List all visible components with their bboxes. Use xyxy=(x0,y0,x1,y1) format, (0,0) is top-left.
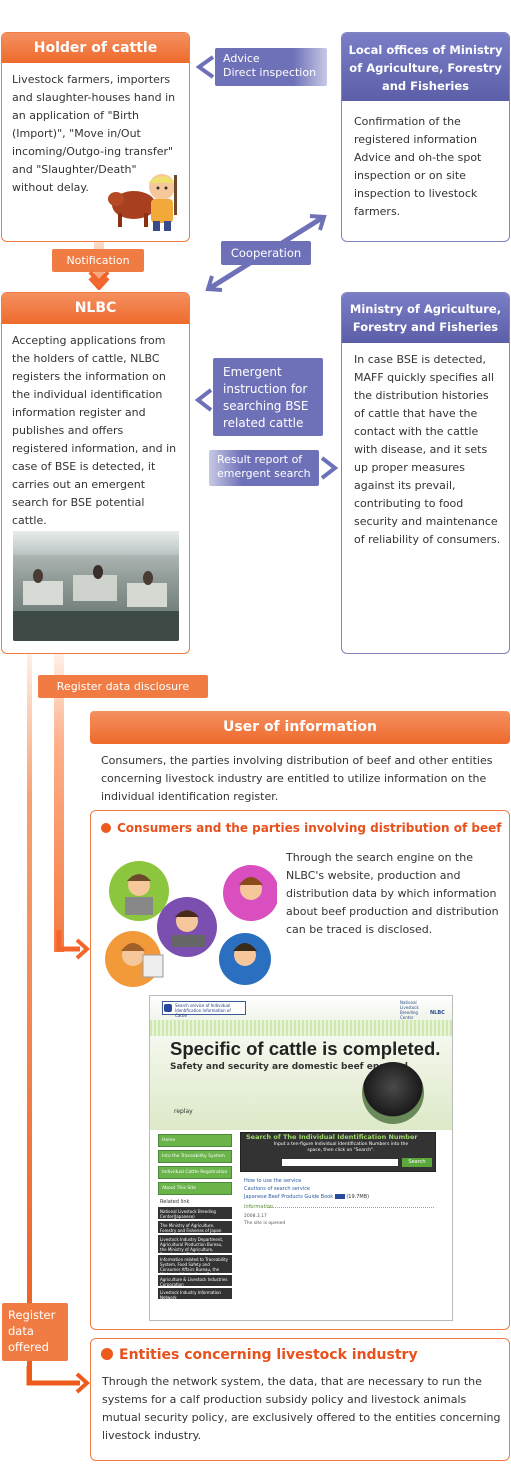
flow-line-disclosure xyxy=(54,652,64,952)
consumers-title: Consumers and the parties involving dist… xyxy=(101,821,501,835)
local-offices-text: Confirmation of the registered informati… xyxy=(354,115,482,218)
website-headline: Specific of cattle is completed. xyxy=(170,1038,441,1059)
maff-title: Ministry of Agriculture, Forestry and Fi… xyxy=(342,293,509,343)
website-search-button[interactable]: Search xyxy=(402,1158,432,1167)
user-of-information-title: User of information xyxy=(90,711,510,744)
emergent-arrow-icon xyxy=(194,388,213,412)
website-subline: Safety and security are domestic beef en… xyxy=(170,1062,412,1072)
website-related-title: Related link xyxy=(160,1199,190,1205)
website-nav-about[interactable]: About This Site xyxy=(158,1182,232,1195)
consumers-people-illustration xyxy=(105,861,277,987)
result-arrow-icon xyxy=(320,456,339,480)
website-logo-mark xyxy=(164,1004,172,1012)
website-search-title: Search of The Individual Identification … xyxy=(246,1133,418,1141)
holder-text: Livestock farmers, importers and slaught… xyxy=(12,73,176,194)
cooperation-label: Cooperation xyxy=(221,241,311,265)
holder-title: Holder of cattle xyxy=(2,33,189,63)
notification-label: Notification xyxy=(52,249,144,272)
offered-arrow xyxy=(26,1366,90,1394)
website-search-hint: Input a ten-figure Individual Identifica… xyxy=(273,1142,409,1153)
consumers-box: Consumers and the parties involving dist… xyxy=(90,810,510,1330)
nlbc-office-photo xyxy=(13,531,179,641)
flow-line-offered xyxy=(27,652,32,1382)
notification-arrow-icon xyxy=(88,270,110,290)
website-org-name: National Livestock Breeding Center xyxy=(400,1000,419,1020)
register-data-disclosure-label: Register data disclosure xyxy=(38,675,208,698)
local-offices-box: Local offices of Ministry of Agriculture… xyxy=(341,32,510,242)
website-info-title: Information xyxy=(244,1204,274,1210)
advice-label-text: Advice Direct inspection xyxy=(223,52,317,79)
farmer-and-cow-illustration xyxy=(108,174,177,231)
website-org-short: NLBC xyxy=(430,1010,445,1016)
website-search-input[interactable] xyxy=(282,1159,398,1166)
website-link-howto[interactable]: How to use the service xyxy=(244,1178,302,1184)
website-nav-registration[interactable]: Individual Cattle Registration Data xyxy=(158,1166,232,1186)
website-replay-link[interactable]: replay xyxy=(174,1108,193,1115)
entities-box: Entities concerning livestock industry T… xyxy=(90,1338,510,1461)
website-related-link[interactable]: National Livestock Breeding Center(Japan… xyxy=(158,1207,232,1219)
website-related-link[interactable]: Livestock Industry Department, Agricultu… xyxy=(158,1235,232,1257)
consumers-text: Through the search engine on the NLBC's … xyxy=(286,851,499,936)
nlbc-title: NLBC xyxy=(2,293,189,324)
register-data-offered-label: Register data offered xyxy=(2,1303,68,1361)
nlbc-website-screenshot: Search service of Individual Identificat… xyxy=(149,995,453,1321)
website-nav-traceability[interactable]: Into the Traceability System xyxy=(158,1150,232,1163)
website-cow-photo xyxy=(362,1062,424,1124)
website-nav-home[interactable]: Home xyxy=(158,1134,232,1147)
website-related-link[interactable]: Livestock Industry Information Network xyxy=(158,1288,232,1300)
emergent-instruction-label: Emergent instruction for searching BSE r… xyxy=(213,358,323,436)
advice-direct-inspection-label: Advice Direct inspection xyxy=(215,48,327,86)
website-related-link[interactable]: Information related to Traceability Syst… xyxy=(158,1255,232,1282)
website-link-cautions[interactable]: Cautions of search service xyxy=(244,1186,311,1192)
entities-text: Through the network system, the data, th… xyxy=(102,1375,501,1442)
bullet-dot-icon xyxy=(101,823,111,833)
website-logo: Search service of Individual Identificat… xyxy=(162,1001,246,1018)
website-grass-strip xyxy=(150,1020,452,1036)
holder-of-cattle-box: Holder of cattle Livestock farmers, impo… xyxy=(1,32,190,242)
website-link-guidebook[interactable]: Japanese Beef Products Guide Book (19.7M… xyxy=(244,1194,370,1200)
website-info-text: The site is opened xyxy=(244,1221,286,1226)
advice-arrow-icon xyxy=(195,55,215,79)
entities-title: Entities concerning livestock industry xyxy=(101,1347,418,1363)
website-related-link[interactable]: The Ministry of Agriculture, Forestry an… xyxy=(158,1221,232,1233)
pdf-icon xyxy=(334,1194,345,1199)
bullet-dot-icon xyxy=(101,1348,113,1360)
user-intro-text: Consumers, the parties involving distrib… xyxy=(101,754,493,803)
nlbc-box: NLBC Accepting applications from the hol… xyxy=(1,292,190,654)
website-info-date: 2008.3.17 xyxy=(244,1214,267,1219)
maff-box: Ministry of Agriculture, Forestry and Fi… xyxy=(341,292,510,654)
website-related-link[interactable]: Agriculture & Livestock Industries Corpo… xyxy=(158,1275,232,1287)
disclosure-arrow xyxy=(56,930,90,960)
maff-text: In case BSE is detected, MAFF quickly sp… xyxy=(354,353,501,546)
nlbc-text: Accepting applications from the holders … xyxy=(12,334,177,527)
result-report-label: Result report of emergent search xyxy=(209,450,319,486)
website-info-divider xyxy=(268,1207,434,1208)
local-offices-title: Local offices of Ministry of Agriculture… xyxy=(342,33,509,101)
